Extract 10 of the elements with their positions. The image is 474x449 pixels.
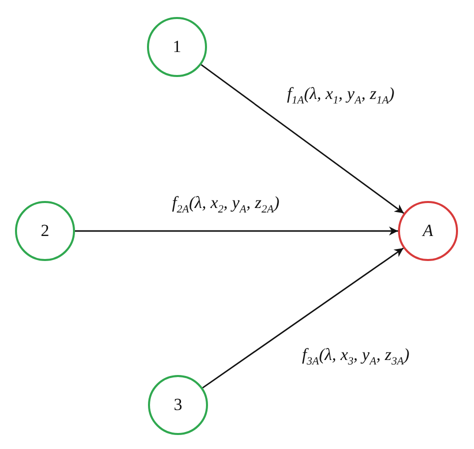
node-label: 3 bbox=[174, 395, 182, 415]
arrow bbox=[200, 64, 404, 214]
edge-label: f$_{2A}$(λ, x$_{2}$, y$_{A}$, z$_{2A}$) bbox=[170, 193, 282, 216]
edge-label: f$_{1A}$(λ, x$_{1}$, y$_{A}$, z$_{1A}$) bbox=[285, 84, 396, 106]
arrow bbox=[202, 248, 404, 388]
edge-label: f$_{3A}$(λ, x$_{3}$, y$_{A}$, z$_{3A}$) bbox=[300, 345, 412, 368]
node-label: A bbox=[422, 221, 434, 241]
arrow bbox=[75, 226, 398, 236]
node-label: 2 bbox=[40, 221, 50, 241]
node-label: 1 bbox=[172, 37, 182, 57]
